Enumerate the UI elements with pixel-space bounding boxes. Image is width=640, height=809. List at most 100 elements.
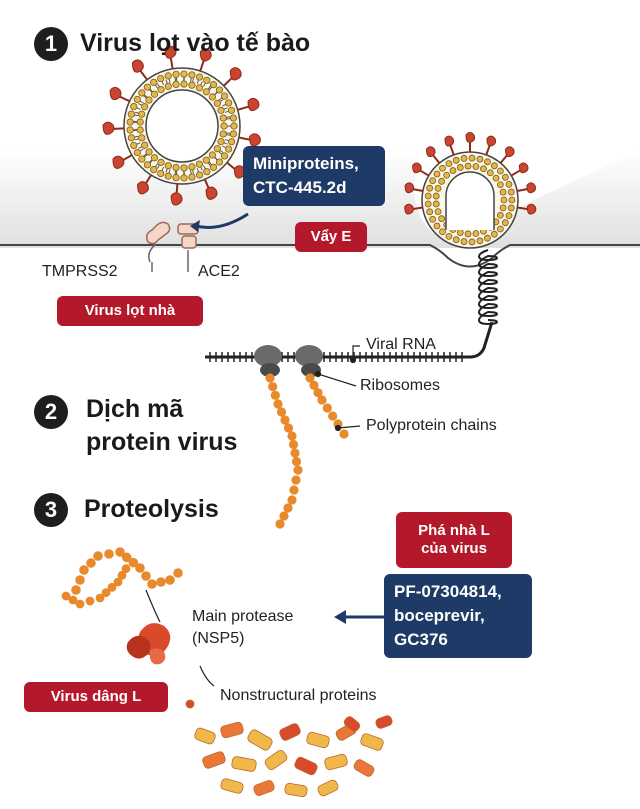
lipid-head [164, 172, 172, 180]
lipid-head [180, 80, 188, 88]
lipid-head [157, 86, 165, 94]
lipid-head [157, 169, 165, 178]
lipid-head [136, 126, 144, 134]
step-1-title: Virus lọt vào tế bào [80, 29, 311, 57]
nonstructural-protein-pile [185, 699, 393, 798]
lipid-head [133, 95, 141, 104]
amino-acid-bead [305, 373, 315, 383]
arrow-miniproteins-to-ace2 [195, 212, 249, 229]
lipid-head [213, 99, 221, 107]
amino-acid-bead [328, 411, 338, 421]
polyprotein-chains-label: Polyprotein chains [366, 417, 497, 434]
viral-rna-strand [205, 321, 494, 359]
tmprss2-receptor-icon [145, 221, 171, 272]
amino-acid-bead [121, 552, 132, 563]
lipid-head [138, 89, 146, 97]
step-3-badge: 3 [34, 493, 68, 527]
amino-acid-bead [68, 595, 78, 605]
amino-acid-bead [291, 456, 302, 467]
lipid-head [145, 96, 153, 104]
spike-protein [137, 181, 149, 195]
lipid-head [172, 174, 180, 182]
polyprotein-chains [61, 373, 349, 609]
step-2-title-line1: Dịch mã [86, 395, 184, 423]
lipid-head [227, 106, 236, 114]
lipid-head [225, 145, 233, 153]
lipid-head [227, 138, 236, 146]
step-3-title: Proteolysis [84, 495, 219, 523]
spike-protein [112, 155, 125, 169]
lipid-head [208, 93, 216, 101]
spike-protein [131, 59, 144, 73]
lipid-head [130, 141, 138, 150]
membrane-line [0, 244, 640, 268]
lipid-head [219, 130, 227, 138]
ribosomes-label: Ribosomes [360, 377, 441, 394]
lipid-head [195, 84, 204, 92]
amino-acid-bead [75, 599, 85, 609]
virus-particle-endocytosis [404, 132, 537, 249]
nsp-fragment [360, 733, 384, 751]
step-2-badge: 2 [34, 395, 68, 429]
arrowhead-icon [190, 220, 200, 232]
nsp-fragment [202, 751, 226, 769]
lipid-head [195, 171, 204, 179]
amino-acid-bead [287, 431, 297, 441]
amino-acid-bead [280, 415, 290, 425]
amino-acid-bead [275, 519, 285, 529]
amino-acid-bead [173, 568, 183, 578]
lipid-head [143, 83, 152, 91]
lipid-head [180, 164, 188, 172]
amino-acid-bead [115, 547, 125, 557]
arrowhead-icon [334, 610, 346, 624]
nsp-fragment [306, 731, 330, 749]
lipid-head [220, 122, 228, 130]
vay-e-tag: Vẩy E [295, 222, 367, 252]
lipid-head [126, 118, 134, 126]
lipid-head [203, 76, 211, 84]
ace2-label: ACE2 [198, 263, 240, 280]
amino-acid-bead [270, 390, 280, 400]
lipid-head [172, 80, 180, 89]
protease-inhibitors-drug-box: PF-07304814, boceprevir, GC376 [384, 574, 532, 658]
drug-name: Miniproteins, [253, 154, 359, 173]
tag-line: của virus [421, 540, 487, 557]
amino-acid-bead [293, 465, 303, 475]
nsp-fragment [343, 716, 361, 732]
pha-nha-tag: Phá nhà L của virus [396, 512, 512, 568]
lipid-head [133, 148, 141, 157]
lipid-head [143, 161, 152, 169]
amino-acid-bead [283, 423, 294, 433]
lipid-head [219, 114, 227, 122]
nsp-fragment [294, 756, 318, 776]
lipid-head [215, 158, 224, 166]
step-1-badge: 1 [34, 27, 68, 61]
spike-protein [109, 86, 122, 101]
lipid-head [150, 154, 159, 162]
lipid-head [126, 126, 134, 134]
lipid-head [138, 155, 146, 163]
drug-name: CTC-445.2d [253, 178, 347, 197]
ace2-receptor-icon [177, 223, 199, 272]
amino-acid-bead [289, 485, 299, 495]
lipid-head [202, 88, 210, 96]
amino-acid-bead [156, 577, 166, 587]
amino-acid-bead [141, 571, 151, 581]
lipid-head [180, 70, 188, 78]
amino-acid-bead [265, 373, 275, 383]
amino-acid-bead [273, 399, 283, 409]
amino-acid-bead [288, 439, 299, 450]
nsp-fragment [353, 759, 375, 777]
lipid-head [141, 103, 149, 111]
amino-acid-bead [309, 380, 319, 390]
spike-protein [205, 186, 218, 200]
amino-acid-bead [135, 563, 145, 573]
nsp-fragment [264, 749, 288, 771]
lipid-head [230, 122, 238, 130]
nsp-fragment [375, 715, 393, 729]
amino-acid-bead [79, 565, 89, 575]
lipid-head [164, 162, 172, 170]
amino-acid-bead [107, 582, 117, 592]
main-protease-icon [126, 623, 171, 665]
lipid-head [220, 92, 229, 100]
